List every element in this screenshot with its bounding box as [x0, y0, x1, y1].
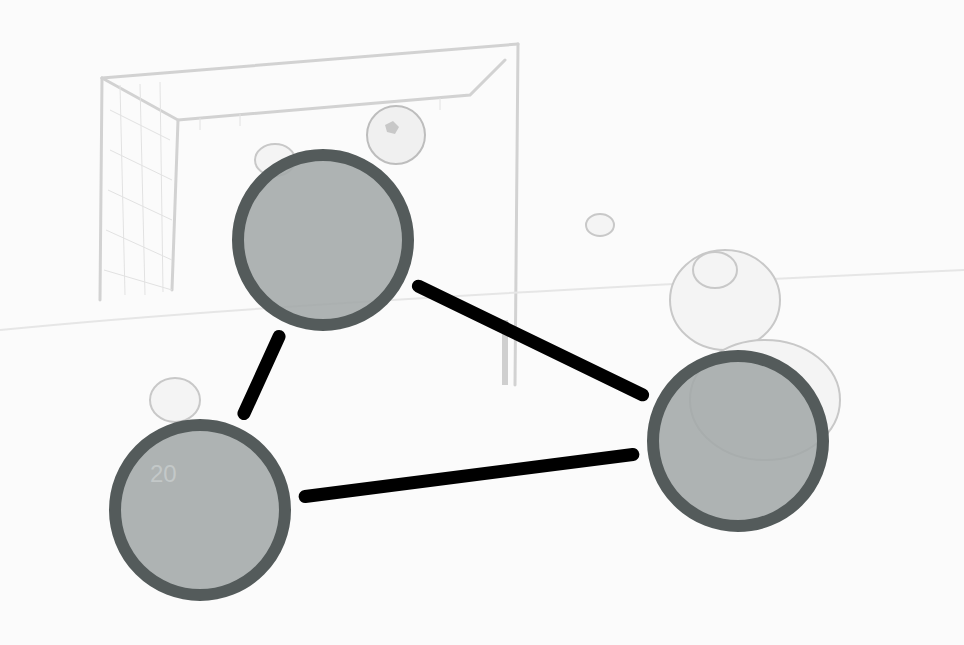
- photo-circle: [646, 349, 830, 533]
- circle-outline: [231, 148, 415, 332]
- goal-frame: [100, 44, 518, 385]
- circle-outline: [646, 349, 830, 533]
- jersey-number: 20: [150, 460, 177, 488]
- circle-shape: [653, 356, 823, 526]
- circle-shape: [115, 425, 285, 595]
- ball-patch: [385, 121, 399, 134]
- connector-line: [244, 336, 279, 413]
- photo-circle: [231, 148, 415, 332]
- circle-outline: [108, 418, 292, 602]
- circle-shape: [238, 155, 408, 325]
- connector-line: [418, 286, 642, 395]
- photo-circle: 20: [108, 418, 292, 602]
- soccer-ball: [367, 106, 425, 164]
- connector-line: [305, 454, 633, 496]
